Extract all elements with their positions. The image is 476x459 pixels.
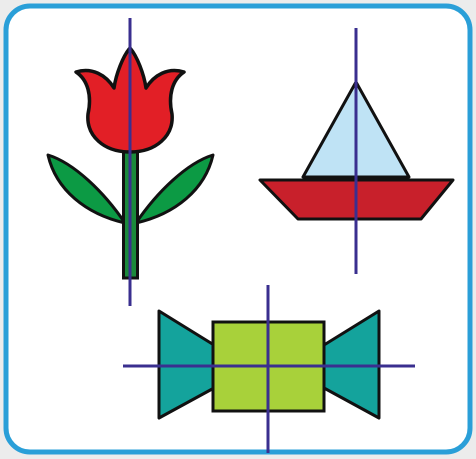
symmetry-figures-svg: [0, 0, 476, 459]
symmetry-figures-panel: [0, 0, 476, 459]
